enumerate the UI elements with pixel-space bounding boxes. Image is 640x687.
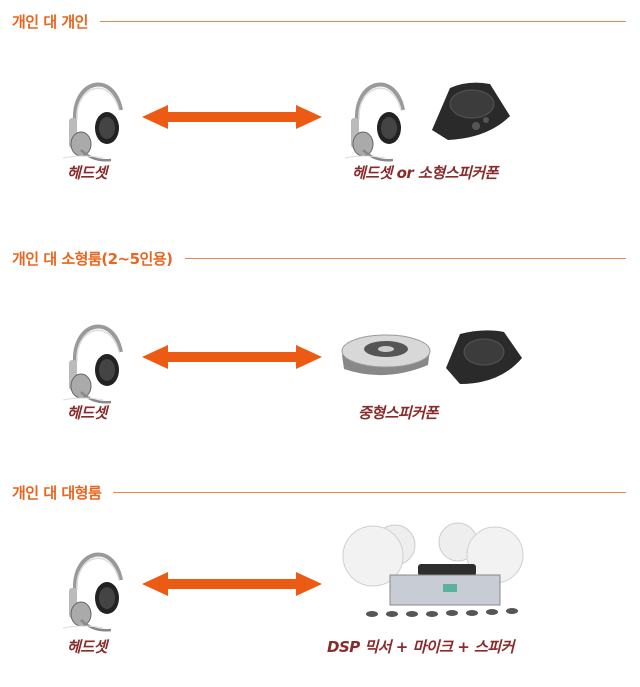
bidirectional-arrow [142, 105, 322, 129]
left-device-label: 헤드셋 [67, 164, 107, 182]
section-heading-1: 개인 대 개인 [12, 11, 626, 32]
divider [99, 21, 626, 22]
divider [113, 492, 626, 493]
bidirectional-arrow [142, 345, 322, 369]
small-speakerphone-image [432, 82, 510, 140]
left-device-label: 헤드셋 [67, 638, 107, 656]
headset-image [63, 552, 123, 633]
right-device-label: 헤드셋 or 소형스피커폰 [352, 164, 498, 182]
section-title: 개인 대 개인 [12, 13, 88, 31]
dsp-system-image [342, 522, 524, 617]
divider [184, 258, 626, 259]
headset-image [63, 82, 123, 163]
right-device-label: 중형스피커폰 [358, 404, 438, 422]
left-device-label: 헤드셋 [67, 404, 107, 422]
small-speakerphone-image [446, 330, 522, 384]
section-title: 개인 대 대형룸 [12, 484, 102, 502]
medium-speakerphone-image [341, 334, 431, 376]
section-heading-3: 개인 대 대형룸 [12, 482, 626, 503]
headset-image [63, 324, 123, 405]
bidirectional-arrow [142, 572, 322, 596]
section-title: 개인 대 소형룸(2~5인용) [12, 250, 173, 268]
headset-image [345, 82, 405, 163]
section-heading-2: 개인 대 소형룸(2~5인용) [12, 248, 626, 269]
right-device-label: DSP 믹서 + 마이크 + 스피커 [327, 638, 514, 656]
